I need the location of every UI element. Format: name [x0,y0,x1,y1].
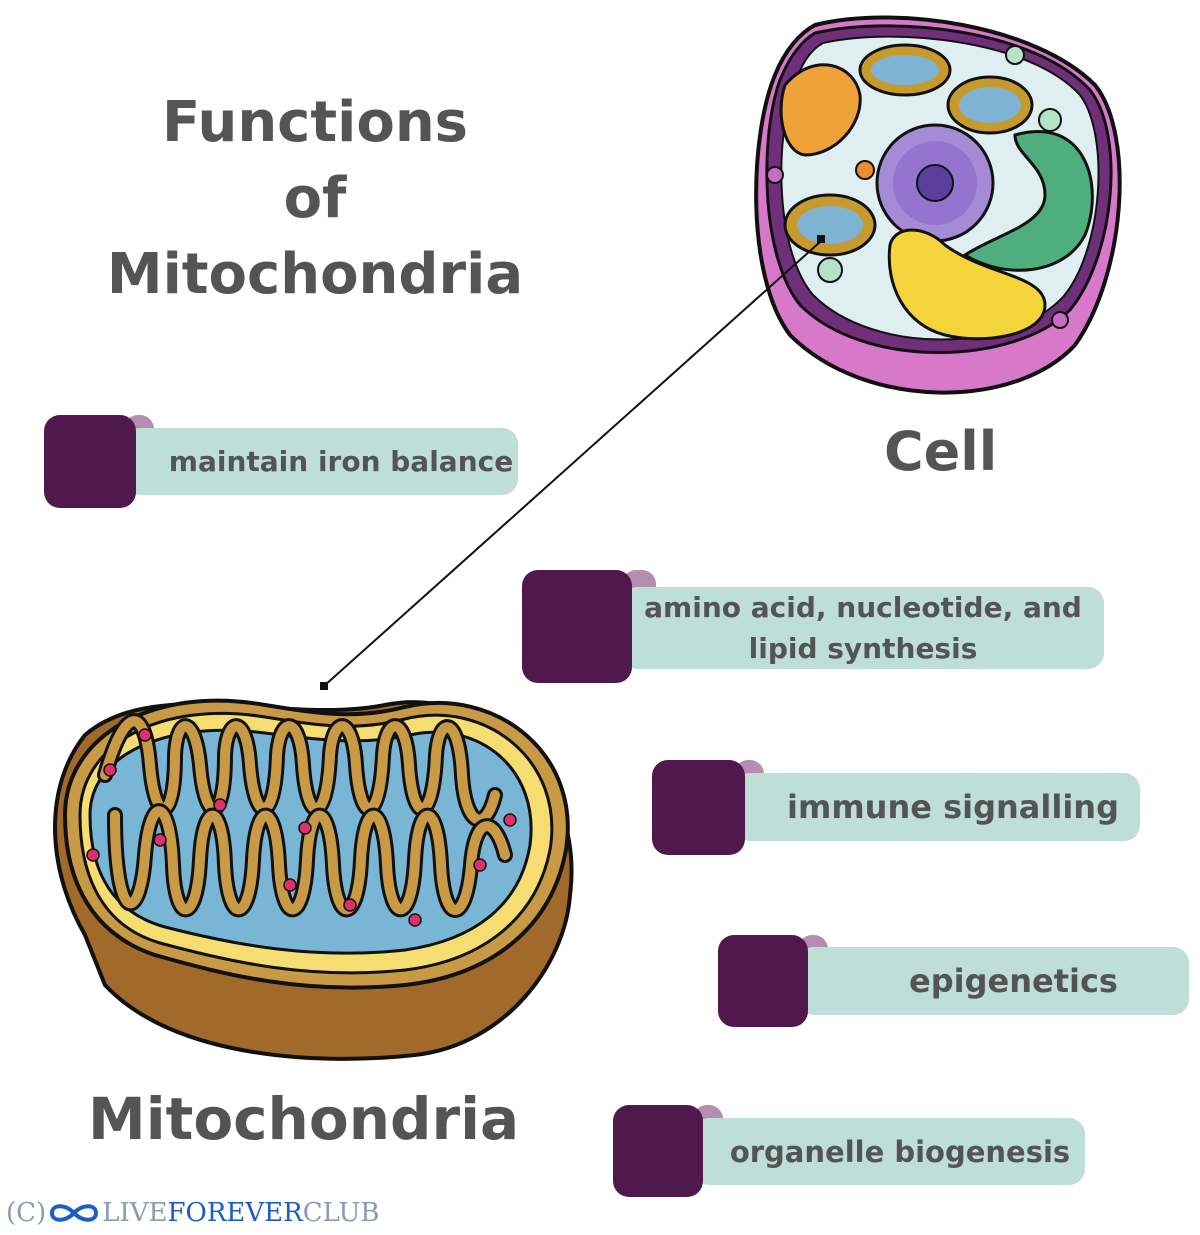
function-label: amino acid, nucleotide, and lipid synthe… [622,587,1104,669]
copyright-mark: (C) [6,1198,47,1228]
title-line-2: of [283,166,347,231]
function-marker [44,415,136,508]
function-marker [613,1105,703,1197]
function-label: immune signalling [734,773,1140,841]
function-label: maintain iron balance [124,428,518,495]
function-card-synthesis: amino acid, nucleotide, and lipid synthe… [522,570,1104,685]
page-title: Functions of Mitochondria [70,85,560,313]
cell-illustration [754,15,1122,395]
function-card-iron: maintain iron balance [44,415,518,510]
infinity-icon [50,1204,99,1222]
logo-club: CLUB [302,1198,380,1228]
mitochondria-label: Mitochondria [88,1085,520,1153]
function-label: organelle biogenesis [693,1118,1085,1185]
function-card-immune: immune signalling [652,760,1140,855]
function-card-epigenetics: epigenetics [718,935,1189,1028]
function-marker [652,760,745,855]
function-card-biogenesis: organelle biogenesis [613,1105,1085,1198]
title-line-1: Functions [161,90,469,155]
cell-label: Cell [884,420,998,483]
title-line-3: Mitochondria [106,242,524,307]
mitochondrion-illustration [53,698,574,1061]
function-marker [718,935,808,1027]
logo-forever: FOREVER [167,1198,303,1228]
logo-live: LIVE [102,1198,168,1228]
footer-logo: (C) LIVE FOREVER CLUB [6,1198,380,1228]
function-marker [522,570,632,683]
function-label: epigenetics [798,947,1189,1015]
